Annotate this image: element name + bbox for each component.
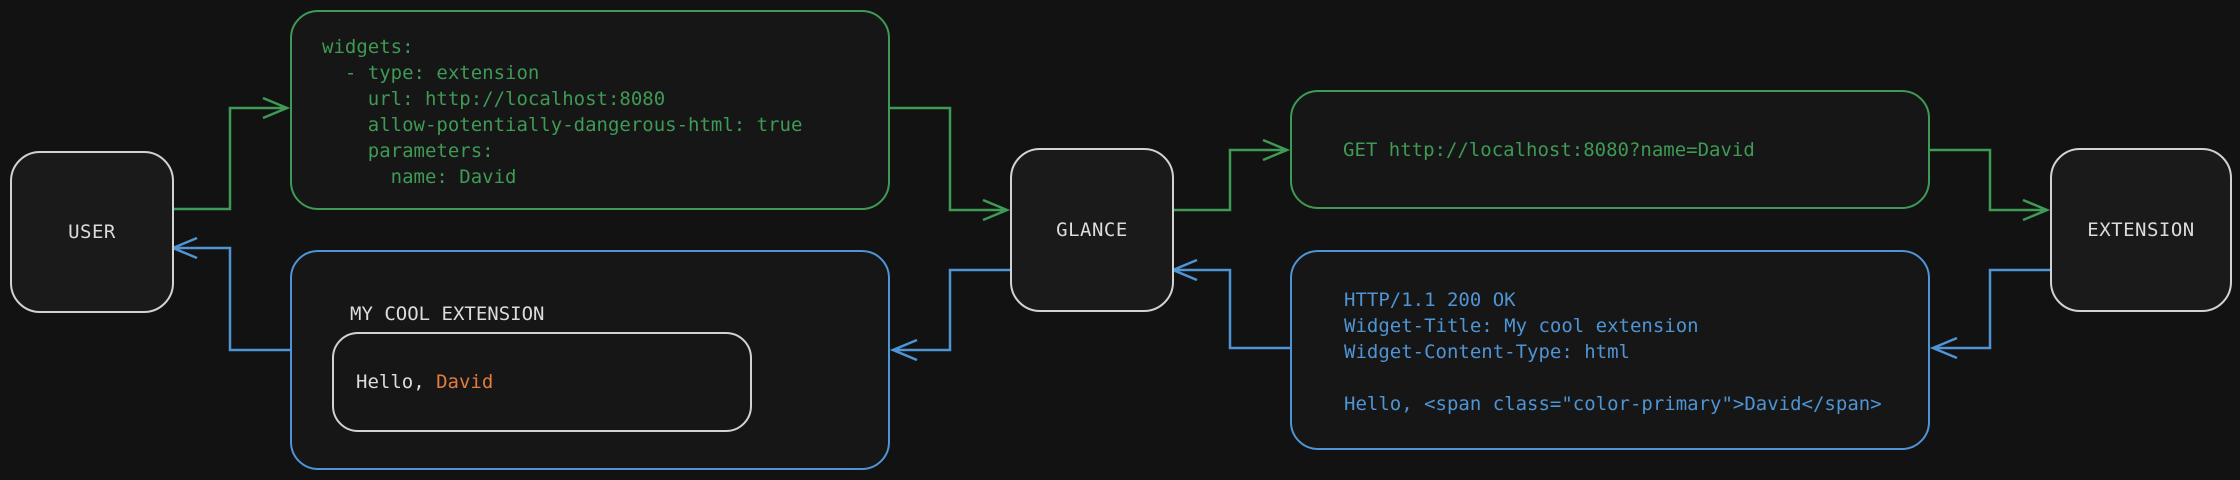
- config-line: widgets:: [322, 36, 414, 58]
- node-glance-label: GLANCE: [1056, 219, 1128, 241]
- widget-title: MY COOL EXTENSION: [350, 303, 545, 325]
- connector-widget-to-user: [169, 236, 290, 352]
- node-extension: EXTENSION: [2050, 148, 2232, 312]
- config-line: - type: extension: [322, 62, 540, 84]
- config-line: url: http://localhost:8080: [322, 88, 666, 110]
- response-box: HTTP/1.1 200 OK Widget-Title: My cool ex…: [1290, 250, 1930, 450]
- config-line: parameters:: [322, 140, 494, 162]
- connector-config-to-glance: [890, 106, 1011, 222]
- response-line: HTTP/1.1 200 OK: [1344, 289, 1516, 311]
- connector-glance-to-request: [1170, 138, 1291, 212]
- config-box: widgets: - type: extension url: http://l…: [290, 10, 890, 210]
- node-glance: GLANCE: [1010, 148, 1174, 312]
- config-line: name: David: [322, 166, 517, 188]
- connector-request-to-extension: [1930, 148, 2051, 222]
- response-line: Hello, <span class="color-primary">David…: [1344, 393, 1882, 415]
- connector-glance-to-widget: [889, 268, 1010, 362]
- request-box: GET http://localhost:8080?name=David: [1290, 90, 1930, 209]
- connector-user-to-config: [170, 96, 291, 211]
- greeting-name: David: [436, 371, 494, 393]
- widget-box: MY COOL EXTENSION Hello, David: [290, 250, 890, 470]
- connector-response-to-glance: [1169, 258, 1290, 350]
- node-user: USER: [10, 151, 174, 313]
- widget-greeting-box: Hello, David: [332, 332, 752, 432]
- node-user-label: USER: [68, 221, 116, 243]
- request-line: GET http://localhost:8080?name=David: [1343, 138, 1755, 161]
- greeting-prefix: Hello,: [356, 371, 437, 393]
- response-line: [1344, 365, 1928, 391]
- connector-extension-to-response: [1929, 268, 2050, 360]
- greeting-text: Hello, David: [356, 371, 493, 393]
- response-line: Widget-Title: My cool extension: [1344, 315, 1699, 337]
- node-extension-label: EXTENSION: [2087, 219, 2195, 241]
- config-line: allow-potentially-dangerous-html: true: [322, 114, 803, 136]
- response-line: Widget-Content-Type: html: [1344, 341, 1630, 363]
